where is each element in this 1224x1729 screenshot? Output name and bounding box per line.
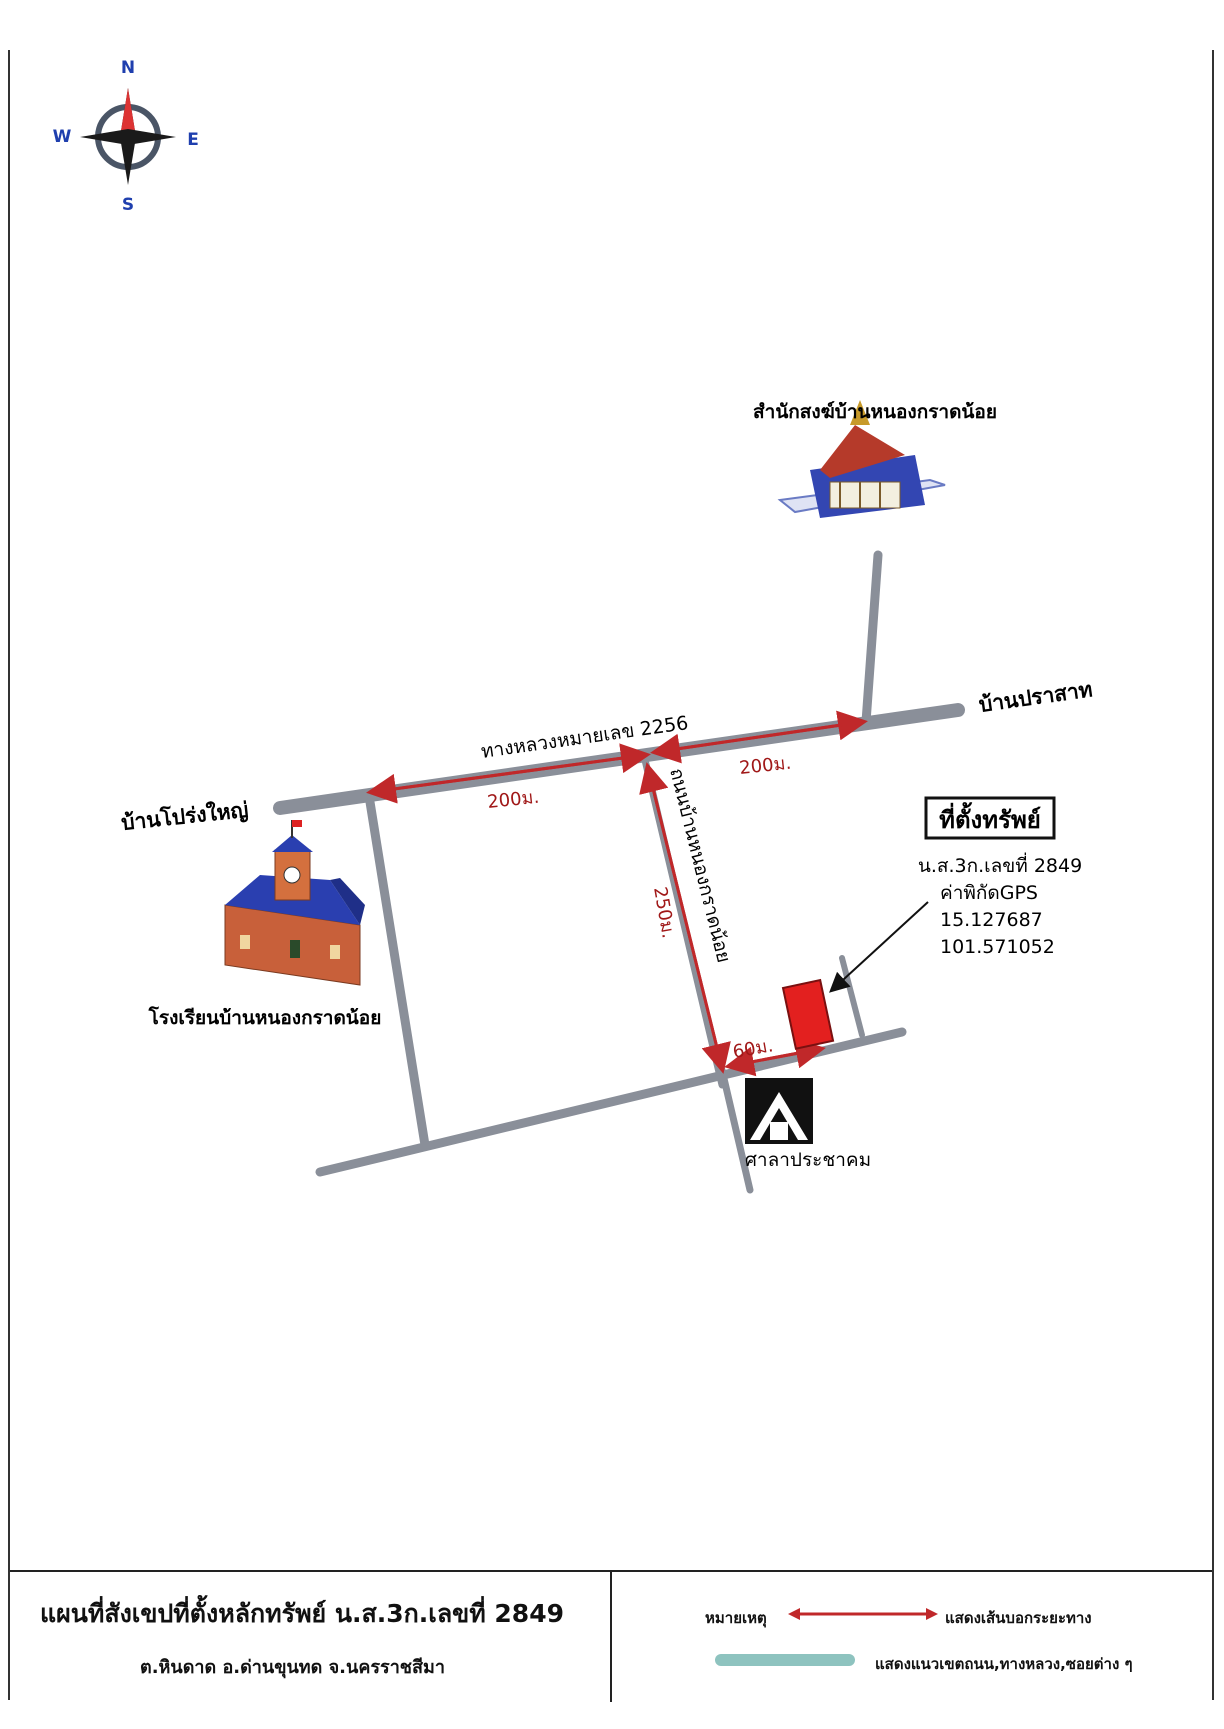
west-road <box>365 797 430 1150</box>
map-canvas: N S E W สำนักสงฆ์บ้านหนองกราดน้อย <box>53 58 1094 1194</box>
property-side-lane <box>839 955 865 1038</box>
legend-distance-text: แสดงเส้นบอกระยะทาง <box>945 1609 1092 1627</box>
school-label: โรงเรียนบ้านหนองกราดน้อย <box>148 1006 382 1029</box>
property-heading-box <box>924 796 1056 840</box>
legend-word: หมายเหตุ <box>705 1609 767 1627</box>
school-icon <box>224 820 365 986</box>
temple-access-road <box>861 550 883 727</box>
property-gps-label: ค่าพิกัดGPS <box>940 882 1038 904</box>
property-heading: ที่ตั้งทรัพย์ <box>939 801 1041 834</box>
temple-icon <box>777 400 946 518</box>
ban-prong-yai-label: บ้านโปร่งใหญ่ <box>120 797 250 836</box>
legend-panel: แผนที่สังเขปที่ตั้งหลักทรัพย์ น.ส.3ก.เลข… <box>10 1570 1212 1702</box>
temple-label: สำนักสงฆ์บ้านหนองกราดน้อย <box>753 401 997 423</box>
compass-rose-icon: N S E W <box>53 58 199 215</box>
distance-highway-left: 200ม. <box>486 787 540 813</box>
hall-icon <box>745 1078 813 1144</box>
map-subtitle: ต.หินดาด อ.ด่านขุนทด จ.นครราชสีมา <box>140 1657 445 1678</box>
property-deed: น.ส.3ก.เลขที่ 2849 <box>918 852 1082 877</box>
frame-left-border <box>8 50 10 1700</box>
roads <box>273 550 965 1194</box>
compass-north: N <box>121 58 135 78</box>
distance-arrows <box>366 710 868 1077</box>
property-latitude: 15.127687 <box>940 909 1043 931</box>
legend-road-text: แสดงแนวเขตถนน,ทางหลวง,ซอยต่าง ๆ <box>875 1655 1133 1673</box>
ban-prasat-label: บ้านปราสาท <box>977 677 1094 717</box>
compass-east: E <box>187 130 199 150</box>
property-marker <box>781 978 835 1050</box>
compass-west: W <box>53 127 72 147</box>
legend-divider <box>610 1572 612 1702</box>
map-title: แผนที่สังเขปที่ตั้งหลักทรัพย์ น.ส.3ก.เลข… <box>40 1599 564 1628</box>
frame-right-border <box>1212 50 1214 1700</box>
village-road <box>641 756 726 1089</box>
property-longitude: 101.571052 <box>940 936 1055 958</box>
compass-south: S <box>122 195 134 215</box>
legend-distance-arrow-icon <box>788 1608 938 1620</box>
distance-highway-right: 200ม. <box>738 753 792 779</box>
hall-label: ศาลาประชาคม <box>745 1149 871 1171</box>
hall-road <box>718 1066 754 1194</box>
legend-road-swatch <box>715 1654 855 1666</box>
property-pointer-arrow <box>829 901 929 993</box>
